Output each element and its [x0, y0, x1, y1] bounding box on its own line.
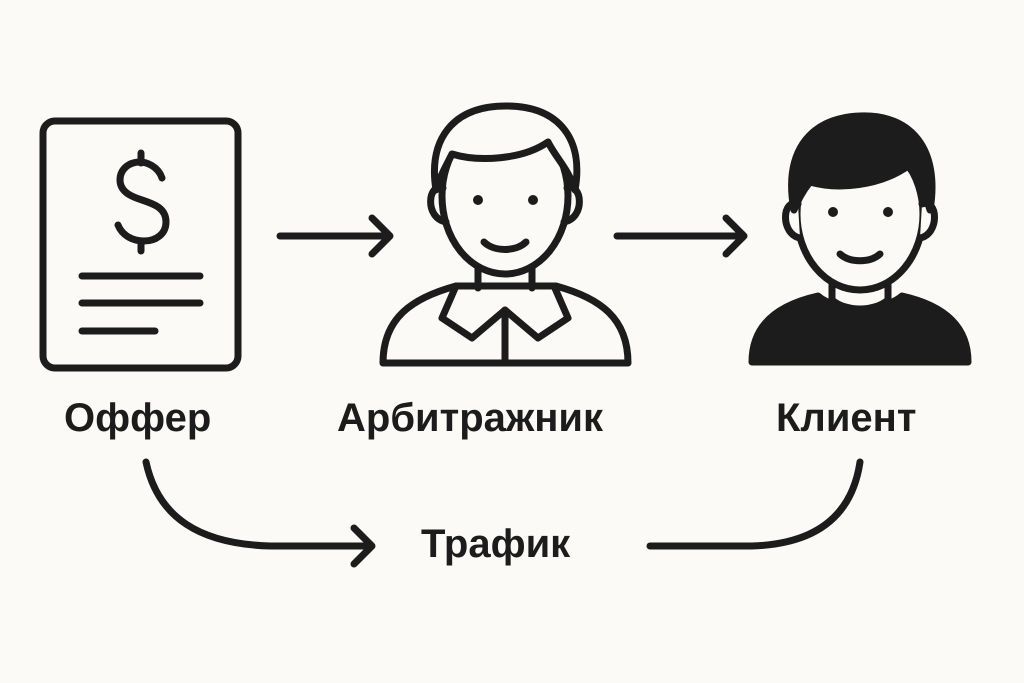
arrow-offer-to-arbitrager	[276, 214, 394, 258]
traffic-line-to-client	[646, 458, 864, 550]
dollar-document-icon	[39, 117, 242, 372]
traffic-arrow-from-offer	[142, 458, 376, 568]
traffic-label: Трафик	[421, 522, 571, 566]
offer-label: Оффер	[64, 396, 212, 440]
arbitrager-label: Арбитражник	[337, 396, 604, 440]
man-with-collar-icon	[379, 102, 632, 367]
person-dark-shirt-icon	[748, 112, 972, 366]
arrow-arbitrager-to-client	[613, 214, 748, 258]
client-label: Клиент	[776, 396, 917, 440]
